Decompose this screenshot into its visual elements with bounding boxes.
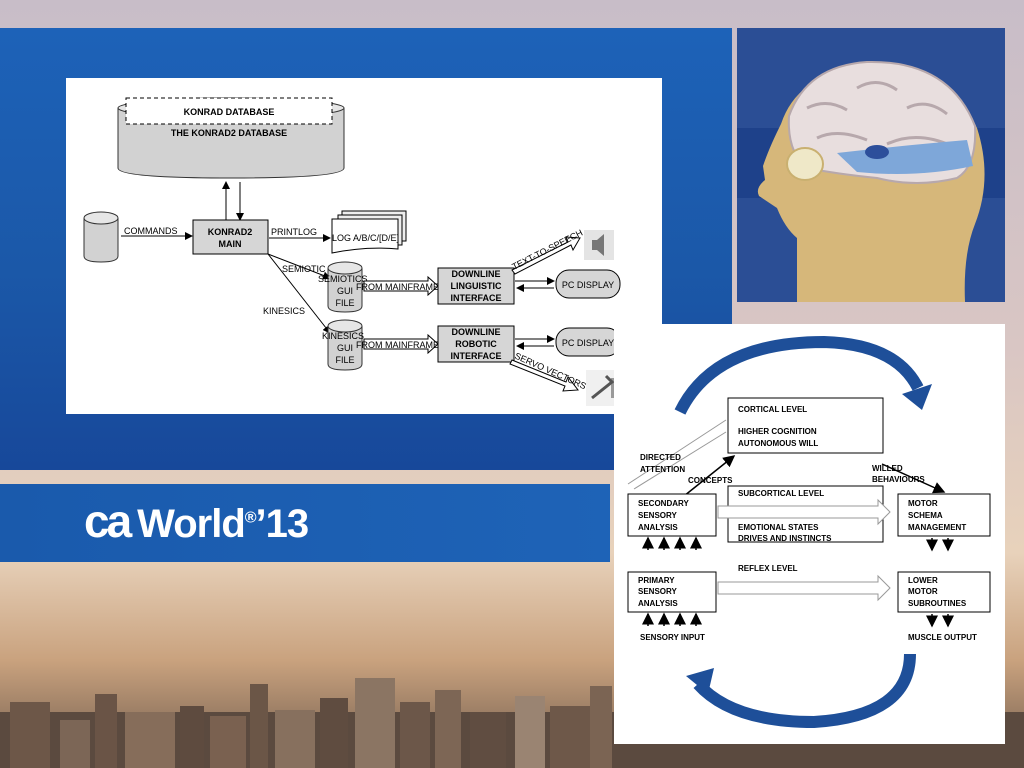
svg-text:SENSORY: SENSORY [638, 587, 677, 596]
db-top-label: KONRAD DATABASE [184, 107, 275, 117]
reflex-level-label: REFLEX LEVEL [738, 564, 798, 573]
brand-banner [0, 484, 610, 562]
svg-text:GUI: GUI [337, 343, 353, 353]
primary-sensory-box: PRIMARY SENSORY ANALYSIS [627, 571, 717, 613]
motor-down-arrows-2 [926, 614, 954, 628]
semiotics-gui-file: SEMIOTICS GUI FILE [318, 261, 368, 313]
svg-text:SECONDARY: SECONDARY [638, 499, 689, 508]
speaker-icon [584, 230, 614, 260]
svg-text:HIGHER COGNITION: HIGHER COGNITION [738, 427, 817, 436]
servo-label: SERVO VECTORS [513, 351, 588, 392]
svg-text:DOWNLINE: DOWNLINE [452, 269, 501, 279]
cortical-level-box: CORTICAL LEVEL HIGHER COGNITION AUTONOMO… [727, 397, 884, 454]
svg-text:ANALYSIS: ANALYSIS [638, 523, 678, 532]
secondary-sensory-box: SECONDARY SENSORY ANALYSIS [627, 493, 717, 537]
svg-text:SCHEMA: SCHEMA [908, 511, 943, 520]
svg-text:LINGUISTIC: LINGUISTIC [451, 281, 502, 291]
sensory-input-label: SENSORY INPUT [640, 633, 705, 642]
printlog-label: PRINTLOG [271, 227, 317, 237]
pc-display-1: PC DISPLAY [555, 269, 621, 299]
commands-label: COMMANDS [124, 226, 178, 236]
brain-head-image [737, 28, 1005, 302]
kinesics-label: KINESICS [263, 306, 305, 316]
svg-text:INTERFACE: INTERFACE [450, 293, 501, 303]
svg-text:SUBROUTINES: SUBROUTINES [908, 599, 967, 608]
linguistic-interface-box: DOWNLINE LINGUISTIC INTERFACE [437, 267, 515, 305]
muscle-output-label: MUSCLE OUTPUT [908, 633, 977, 642]
svg-text:DRIVES AND INSTINCTS: DRIVES AND INSTINCTS [738, 534, 832, 543]
pc-display-2: PC DISPLAY [555, 327, 621, 357]
svg-text:MOTOR: MOTOR [908, 587, 938, 596]
commands-cylinder [83, 211, 119, 263]
motor-schema-box: MOTOR SCHEMA MANAGEMENT [897, 493, 991, 537]
svg-text:EMOTIONAL STATES: EMOTIONAL STATES [738, 523, 819, 532]
svg-text:GUI: GUI [337, 286, 353, 296]
svg-text:ATTENTION: ATTENTION [640, 465, 685, 474]
svg-text:MOTOR: MOTOR [908, 499, 938, 508]
svg-text:BEHAVIOURS: BEHAVIOURS [872, 475, 925, 484]
concepts-label: CONCEPTS [688, 476, 733, 485]
from-mainframe-1: FROM MAINFRAME [356, 282, 439, 292]
svg-text:SUBCORTICAL LEVEL: SUBCORTICAL LEVEL [738, 489, 824, 498]
svg-text:ROBOTIC: ROBOTIC [455, 339, 497, 349]
svg-text:PRIMARY: PRIMARY [638, 576, 675, 585]
svg-text:FILE: FILE [335, 355, 354, 365]
robotic-interface-box: DOWNLINE ROBOTIC INTERFACE [437, 325, 515, 363]
from-mainframe-2: FROM MAINFRAME [356, 340, 439, 350]
svg-text:SEMIOTICS: SEMIOTICS [318, 274, 368, 284]
svg-text:PC DISPLAY: PC DISPLAY [562, 280, 614, 290]
svg-text:MANAGEMENT: MANAGEMENT [908, 523, 966, 532]
log-files: LOG A/B/C/[D/E] [331, 210, 407, 254]
directed-attention-label: DIRECTED [640, 453, 681, 462]
svg-text:MAIN: MAIN [219, 239, 242, 249]
db-main-label: THE KONRAD2 DATABASE [171, 128, 287, 138]
sensory-up-arrows-1 [642, 536, 702, 550]
konrad2-main-box: KONRAD2 MAIN [192, 219, 269, 255]
konrad-architecture-diagram: KONRAD DATABASE THE KONRAD2 DATABASE COM… [66, 78, 662, 414]
svg-text:FILE: FILE [335, 298, 354, 308]
konrad-database: KONRAD DATABASE THE KONRAD2 DATABASE [117, 97, 345, 179]
svg-text:LOWER: LOWER [908, 576, 938, 585]
svg-text:KONRAD2: KONRAD2 [208, 227, 253, 237]
svg-text:INTERFACE: INTERFACE [450, 351, 501, 361]
svg-text:PC DISPLAY: PC DISPLAY [562, 338, 614, 348]
sensory-up-arrows-2 [642, 612, 702, 626]
svg-text:SENSORY: SENSORY [638, 511, 677, 520]
svg-text:KINESICS: KINESICS [322, 331, 364, 341]
willed-behaviours-label: WILLED [872, 464, 903, 473]
kinesics-gui-file: KINESICS GUI FILE [322, 319, 364, 371]
svg-text:AUTONOMOUS WILL: AUTONOMOUS WILL [738, 439, 818, 448]
semiotic-label: SEMIOTIC [282, 264, 326, 274]
svg-text:CORTICAL LEVEL: CORTICAL LEVEL [738, 405, 807, 414]
motor-down-arrows-1 [926, 538, 954, 552]
svg-text:ANALYSIS: ANALYSIS [638, 599, 678, 608]
svg-text:DOWNLINE: DOWNLINE [452, 327, 501, 337]
control-levels-diagram: CORTICAL LEVEL HIGHER COGNITION AUTONOMO… [614, 324, 1005, 744]
lower-motor-box: LOWER MOTOR SUBROUTINES [897, 571, 991, 613]
svg-text:LOG A/B/C/[D/E]: LOG A/B/C/[D/E] [332, 233, 399, 243]
